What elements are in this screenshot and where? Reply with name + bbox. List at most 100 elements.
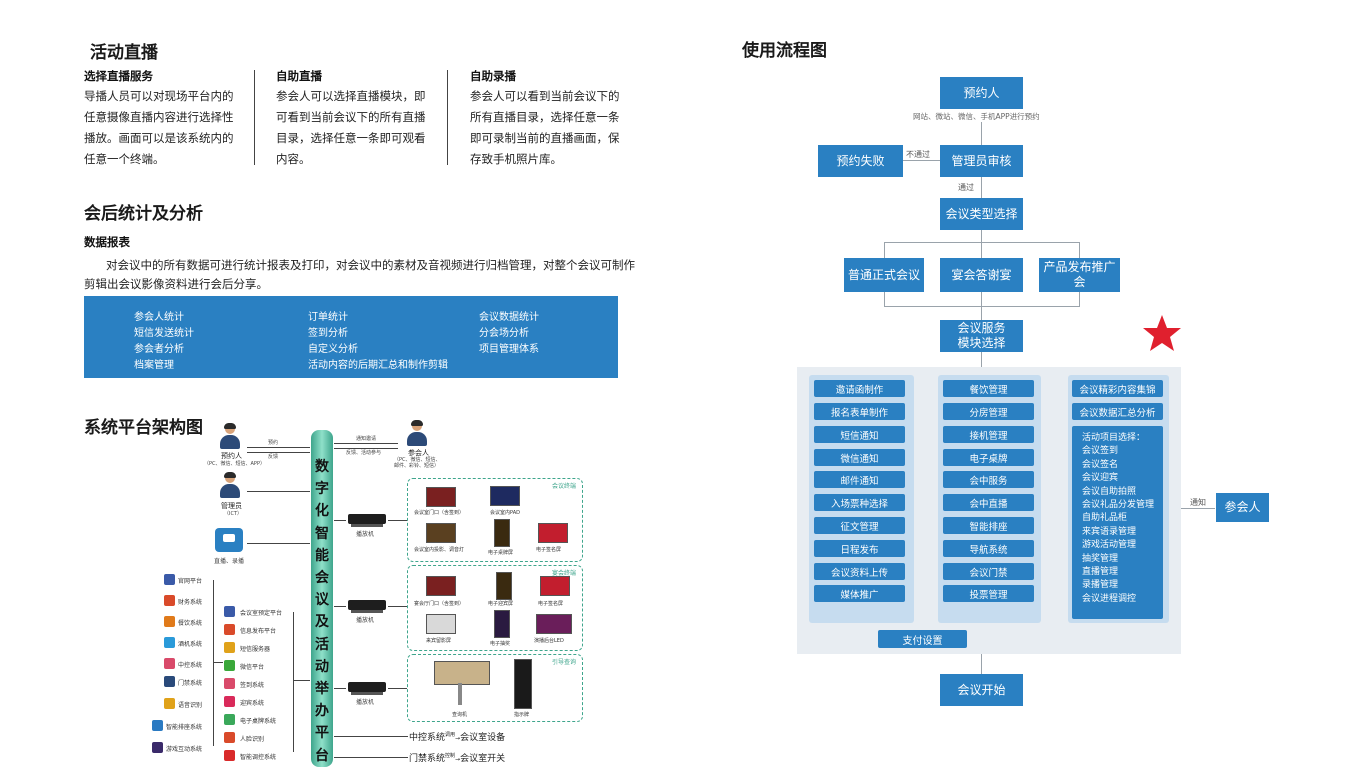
star-icon <box>1143 315 1181 351</box>
led-screen <box>536 614 572 634</box>
arrow-line <box>334 448 398 449</box>
system-label: 信息发布平台 <box>240 628 277 635</box>
bottom-system-label: 门禁系统 <box>409 754 446 764</box>
stats-item: 项目管理体系 <box>479 344 539 355</box>
column-divider <box>447 70 448 165</box>
stats-paragraph: 剪辑出会议影像资料进行会后分享。 <box>84 277 268 291</box>
stats-item: 档案管理 <box>134 360 174 371</box>
service-button[interactable]: 接机管理 <box>943 426 1034 443</box>
arrow-line <box>334 520 346 521</box>
service-button[interactable]: 会议门禁 <box>943 563 1034 580</box>
service-button[interactable]: 会议资料上传 <box>814 563 905 580</box>
service-button[interactable]: 媒体推广 <box>814 585 905 602</box>
service-button[interactable]: 邀请函制作 <box>814 380 905 397</box>
admin-icon <box>219 472 241 499</box>
flow-connector <box>981 122 982 146</box>
arrow-line <box>388 606 407 607</box>
bottom-system-tag: 调用 <box>445 732 456 738</box>
player-device <box>348 600 386 613</box>
service-button[interactable]: 智能排座 <box>943 517 1034 534</box>
group-label: 引导查询 <box>551 659 576 666</box>
live-col-self: 自助直播 参会人可以选择直播模块，即 可看到当前会议下的所有直播 目录，选择任意… <box>276 68 436 170</box>
stats-item: 参会人统计 <box>134 312 184 323</box>
system-icon <box>224 606 235 617</box>
stats-item: 活动内容的后期汇总和制作剪辑 <box>308 360 448 371</box>
stats-subtitle: 数据报表 <box>84 235 130 249</box>
service-button[interactable]: 邮件通知 <box>814 471 905 488</box>
banquet-door-screen <box>426 576 456 596</box>
flow-connector <box>903 160 940 161</box>
activity-item: 录播管理 <box>1082 580 1119 591</box>
flow-type: 普通正式会议 <box>844 258 924 292</box>
service-button[interactable]: 餐饮管理 <box>943 380 1034 397</box>
system-label: 酒机系统 <box>178 641 203 648</box>
service-button[interactable]: 会议数据汇总分析 <box>1072 403 1163 420</box>
device-label: 宴会厅门口（含签到） <box>414 601 465 607</box>
flow-connector <box>1079 292 1080 306</box>
bottom-system: 门禁系统控制→会议室开关 <box>409 753 506 764</box>
pillar-char: 台 <box>315 747 329 764</box>
device-label: 演播后台LED <box>534 638 564 644</box>
system-label: 智能排座系统 <box>166 724 203 731</box>
arrow-line <box>388 688 407 689</box>
flow-connector <box>981 654 982 674</box>
activity-list[interactable]: 活动项目选择： 会议签到 会议签名 会议迎宾 会议自助拍照 会议礼品分发管理 自… <box>1072 426 1163 619</box>
service-button[interactable]: 会议精彩内容集锦 <box>1072 380 1163 397</box>
activity-item: 会议签名 <box>1082 459 1119 470</box>
system-icon <box>164 658 175 669</box>
arrow-line <box>334 688 346 689</box>
service-button[interactable]: 导航系统 <box>943 540 1034 557</box>
activity-item: 自助礼品柜 <box>1082 513 1128 524</box>
device-label: 电子抽奖 <box>490 641 511 647</box>
service-button[interactable]: 微信通知 <box>814 449 905 466</box>
service-button[interactable]: 分房管理 <box>943 403 1034 420</box>
flow-reject-label: 不通过 <box>906 150 930 159</box>
system-icon <box>224 732 235 743</box>
arrow-line <box>247 452 310 453</box>
arrow-line <box>334 757 408 758</box>
service-button[interactable]: 征文管理 <box>814 517 905 534</box>
pay-settings-button[interactable]: 支付设置 <box>878 630 967 648</box>
system-icon <box>164 676 175 687</box>
device-label: 会议室内PAD <box>490 510 520 516</box>
bottom-system-target: 会议室设备 <box>460 733 506 743</box>
booker-icon <box>219 423 241 450</box>
service-button[interactable]: 日程发布 <box>814 540 905 557</box>
flow-type: 宴会答谢宴 <box>940 258 1023 292</box>
flow-review: 管理员审核 <box>940 145 1023 177</box>
service-button[interactable]: 会中服务 <box>943 471 1034 488</box>
pillar-char: 议 <box>315 592 329 609</box>
system-label: 智能调控系统 <box>240 754 277 761</box>
connector-line <box>293 612 294 752</box>
device-label: 电子签名屏 <box>536 547 562 553</box>
service-button[interactable]: 电子桌牌 <box>943 449 1034 466</box>
signature-screen <box>538 523 568 543</box>
arrow-label: 通知邀请 <box>356 436 377 442</box>
pillar-char: 智 <box>315 525 329 542</box>
device-label: 指示牌 <box>514 712 530 718</box>
broadcast-label: 直播、录播 <box>214 558 245 565</box>
service-button[interactable]: 报名表单制作 <box>814 403 905 420</box>
system-icon <box>224 660 235 671</box>
live-line: 目录，选择任意一条即可观看 <box>276 131 426 145</box>
service-button[interactable]: 投票管理 <box>943 585 1034 602</box>
activity-list-title: 活动项目选择： <box>1082 433 1146 443</box>
attendee-sub: （PC、微信、短信、邮件、彩铃、短信） <box>394 457 441 469</box>
group-label: 宴会终端 <box>551 570 576 577</box>
flow-connector <box>981 177 982 199</box>
flow-type-select: 会议类型选择 <box>940 198 1023 230</box>
player-device <box>348 682 386 695</box>
system-icon <box>164 574 175 585</box>
service-button[interactable]: 入场票种选择 <box>814 494 905 511</box>
system-icon <box>152 742 163 753</box>
service-button[interactable]: 短信通知 <box>814 426 905 443</box>
arrow-line <box>247 491 310 492</box>
flow-fail: 预约失败 <box>818 145 903 177</box>
system-label: 迎宾系统 <box>240 700 265 707</box>
system-icon <box>164 637 175 648</box>
service-button[interactable]: 会中直播 <box>943 494 1034 511</box>
system-icon <box>224 642 235 653</box>
activity-item: 抽奖管理 <box>1082 553 1119 564</box>
live-col-head: 自助录播 <box>470 69 516 83</box>
arrow-line <box>334 443 398 444</box>
